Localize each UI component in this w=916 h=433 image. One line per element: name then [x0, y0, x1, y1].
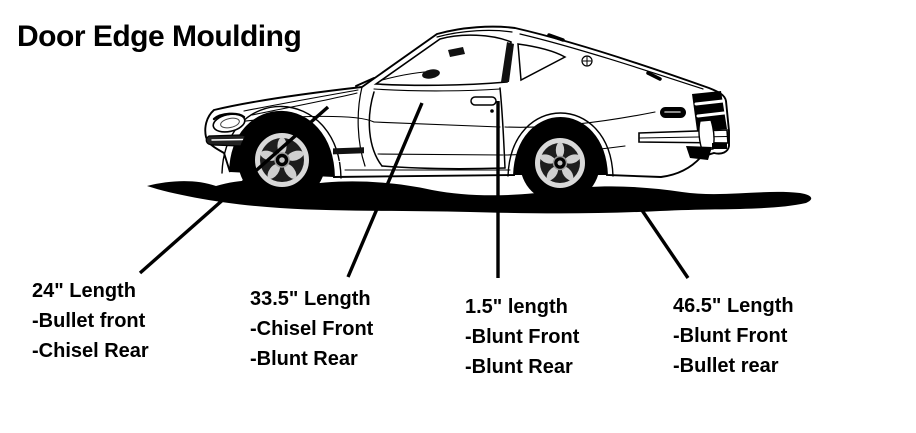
wiper: [355, 77, 375, 87]
callout-33-5in: 33.5" Length -Chisel Front -Blunt Rear: [250, 284, 373, 374]
callout-1-5in: 1.5" length -Blunt Front -Blunt Rear: [465, 292, 579, 382]
b-pillar: [501, 42, 514, 82]
page-title: Door Edge Moulding: [17, 20, 302, 53]
leader-line-4: [631, 196, 690, 279]
steering-wheel: [422, 69, 440, 79]
callout-front: -Chisel Front: [250, 318, 374, 340]
callout-rear: -Blunt Rear: [465, 356, 573, 378]
callout-length: 33.5" Length: [250, 288, 371, 310]
quarter-window: [517, 43, 567, 82]
callout-rear: -Chisel Rear: [32, 340, 149, 362]
rear-valence: [686, 146, 712, 160]
callout-front: -Blunt Front: [673, 325, 788, 347]
door-lock: [490, 109, 494, 113]
callout-front: -Blunt Front: [465, 326, 580, 348]
exhaust-tip: [712, 143, 727, 149]
callout-front: -Bullet front: [32, 310, 146, 332]
rearview-mirror: [448, 47, 465, 57]
door-handle: [470, 96, 497, 106]
callout-length: 24" Length: [32, 280, 136, 302]
rear-wheel: [520, 123, 600, 203]
rear-bumper-guard: [698, 119, 715, 151]
fender-badge: [333, 147, 364, 162]
callout-46-5in: 46.5" Length -Blunt Front -Bullet rear: [673, 291, 794, 381]
hatch-hinge-front: [547, 33, 565, 42]
hatch-hinge-rear: [646, 71, 662, 81]
front-wheel: [238, 116, 326, 204]
callout-24in: 24" Length -Bullet front -Chisel Rear: [32, 276, 149, 366]
callout-length: 46.5" Length: [673, 295, 794, 317]
door-window: [373, 34, 512, 87]
callout-rear: -Blunt Rear: [250, 348, 358, 370]
callout-length: 1.5" length: [465, 296, 568, 318]
callout-rear: -Bullet rear: [673, 355, 779, 377]
leader-line-2: [346, 102, 424, 278]
leader-line-1: [138, 105, 330, 275]
